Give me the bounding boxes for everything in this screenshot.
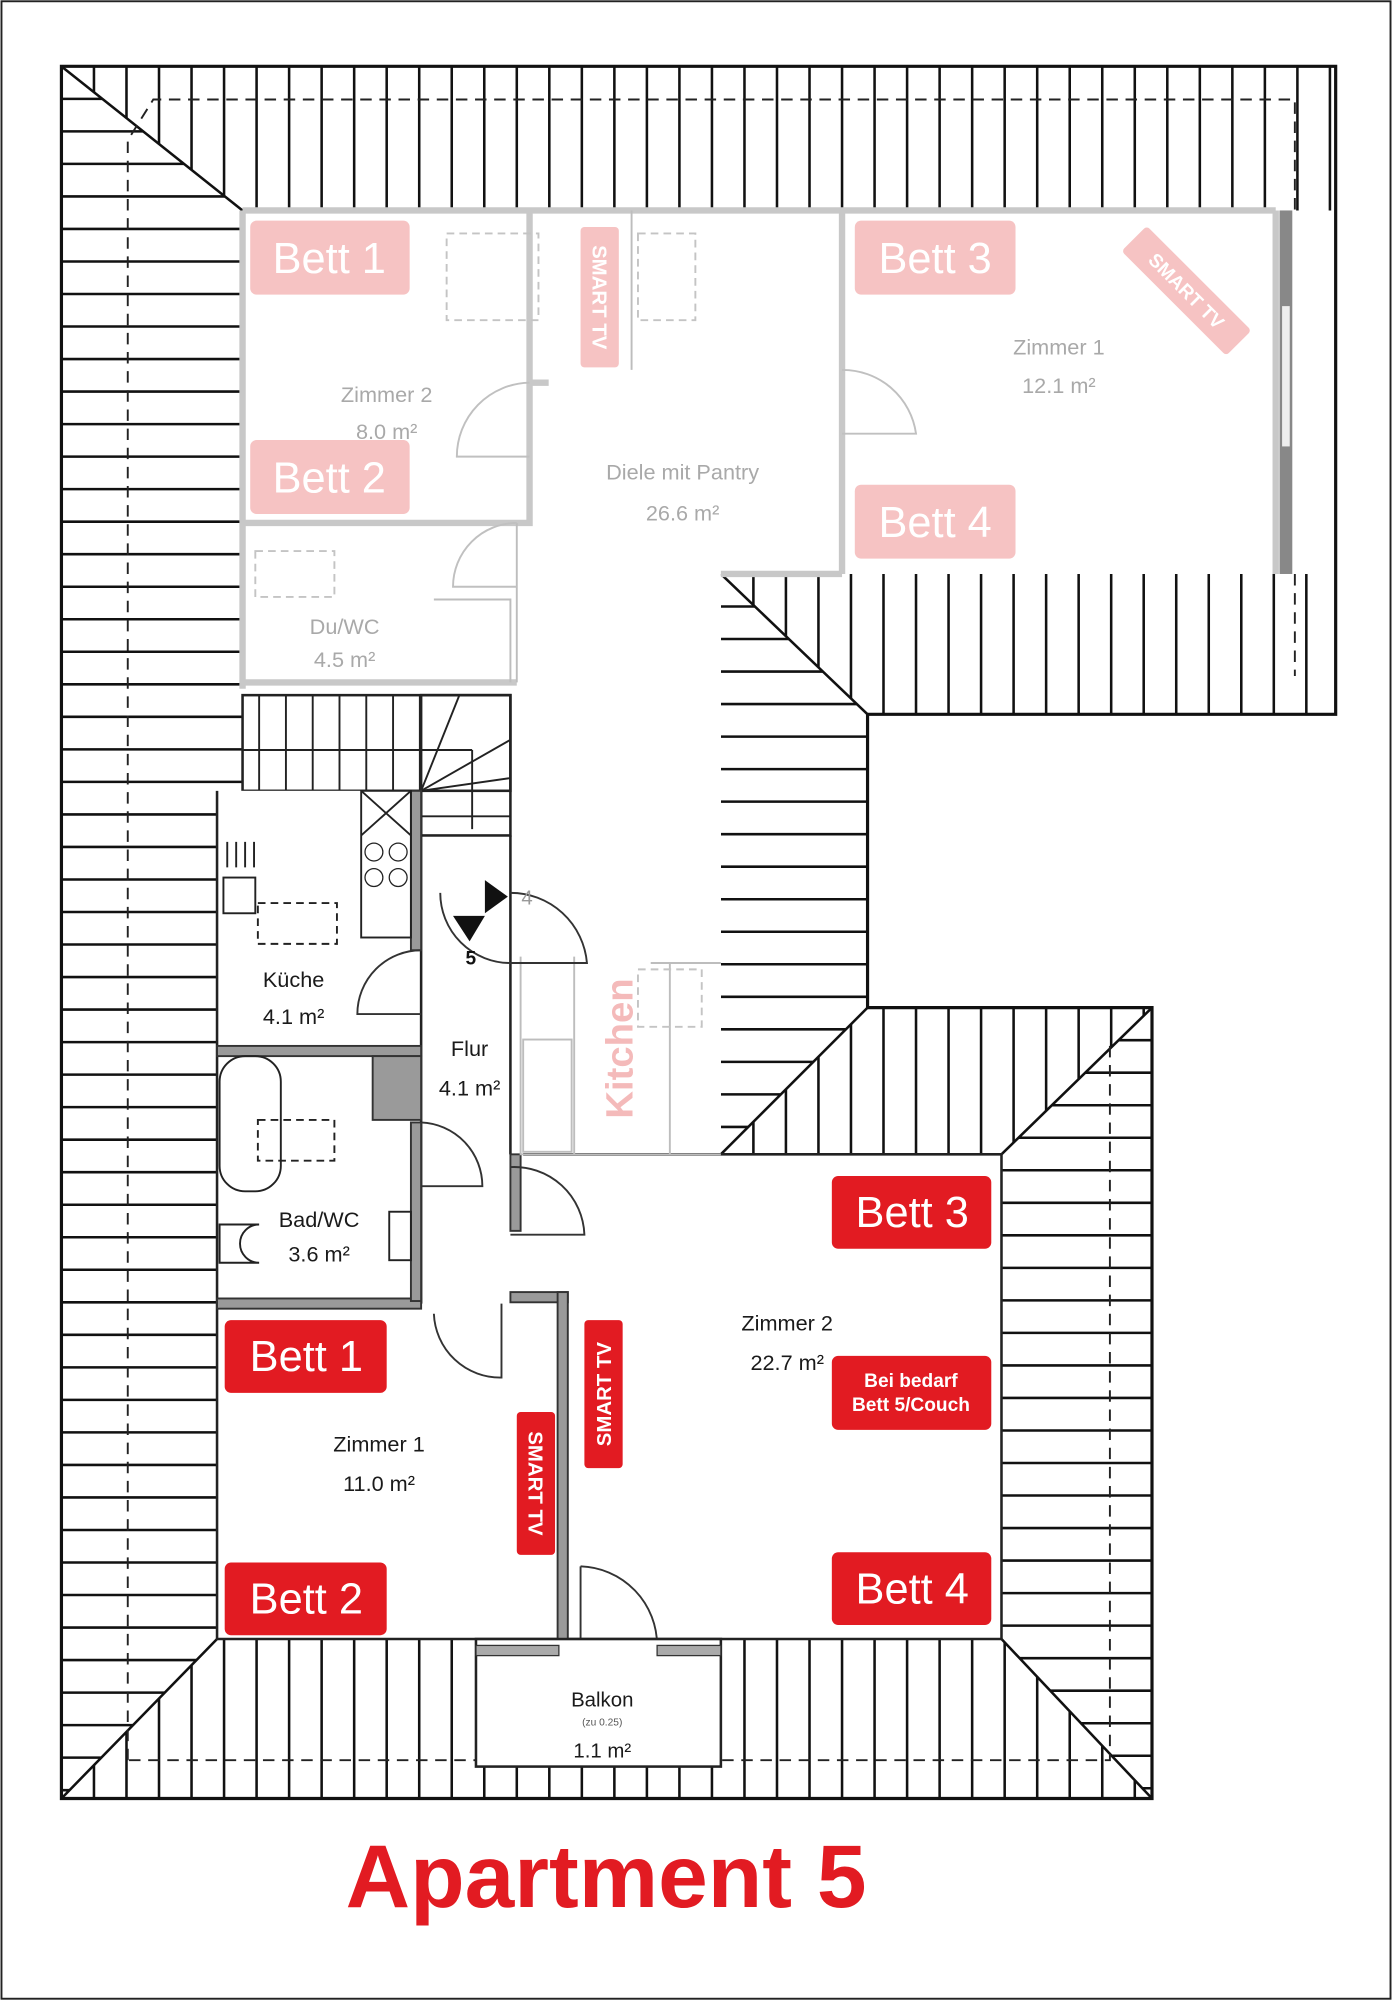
room-name: Diele mit Pantry: [606, 460, 759, 485]
extra-bed-label: Bett 5/Couch: [852, 1395, 970, 1416]
smart-tv-label: SMART TV: [594, 1342, 616, 1447]
upper-apartment: Zimmer 2 8.0 m² Diele mit Pantry 26.6 m²…: [239, 207, 1295, 957]
room-name: Zimmer 2: [341, 382, 433, 407]
lower-bed-badges: Bett 1 Bett 2 Bett 3 Bett 4 Bei bedarf B…: [224, 1176, 992, 1636]
room-area: 12.1 m²: [1022, 373, 1095, 398]
room-name: Du/WC: [310, 614, 380, 639]
room-name: Bad/WC: [279, 1207, 360, 1232]
room-name: Zimmer 1: [333, 1432, 425, 1457]
eave-dashed-lines: [126, 98, 1296, 1762]
room-area: 11.0 m²: [343, 1471, 415, 1496]
page-title: Apartment 5: [346, 1826, 867, 1926]
room-name: Küche: [263, 967, 324, 992]
stair-marker: 5: [466, 948, 477, 969]
stair-marker: 4: [521, 887, 532, 909]
extra-bed-label: Bei bedarf: [864, 1371, 958, 1392]
roof-hatching: [61, 66, 1332, 1799]
room-area: 3.6 m²: [288, 1241, 349, 1266]
bed-badge: Bett 2: [273, 454, 386, 502]
room-area: 26.6 m²: [646, 500, 719, 525]
bed-badge: Bett 4: [856, 1565, 969, 1613]
smart-tv-label: SMART TV: [524, 1431, 546, 1536]
room-area: 22.7 m²: [750, 1350, 823, 1375]
bed-badge: Bett 3: [879, 235, 992, 283]
staircase: [241, 693, 512, 837]
room-name: Balkon: [571, 1690, 633, 1712]
room-area: 1.1 m²: [573, 1741, 631, 1763]
bed-badge: Bett 3: [856, 1189, 969, 1237]
upper-bed-badges: Bett 1 Bett 2 Bett 3 Bett 4 SMART TV SMA…: [250, 220, 1250, 1119]
bed-badge: Bett 2: [250, 1575, 363, 1623]
smart-tv-label: SMART TV: [587, 245, 609, 350]
room-name: Zimmer 2: [741, 1310, 833, 1335]
room-area: 4.5 m²: [314, 647, 375, 672]
roof-hatch-band: [752, 573, 1308, 715]
room-note: (zu 0.25): [582, 1718, 622, 1729]
roof-hips: [60, 65, 1153, 1800]
room-name: Flur: [451, 1036, 488, 1061]
room-area: 4.1 m²: [439, 1076, 500, 1101]
room-area: 8.0 m²: [356, 419, 417, 444]
bed-badge: Bett 4: [879, 499, 992, 547]
bed-badge: Bett 1: [250, 1333, 363, 1381]
bed-badge: Bett 1: [273, 235, 386, 283]
room-name: Zimmer 1: [1013, 335, 1105, 360]
kitchen-label: Kitchen: [599, 978, 642, 1118]
room-area: 4.1 m²: [263, 1004, 324, 1029]
